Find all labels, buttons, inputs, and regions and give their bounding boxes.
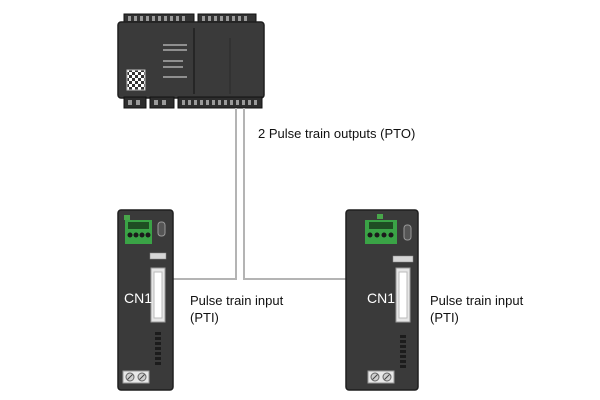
screw-terminal-icon (122, 370, 150, 384)
cn1-label-drive-2: CN1 (367, 290, 396, 306)
screw-terminal-icon (367, 370, 395, 384)
pti-label-drive-2-line2: (PTI) (430, 310, 459, 325)
pto-cable-right (243, 108, 388, 280)
plc-controller-icon (117, 13, 265, 109)
led-icon (157, 221, 166, 237)
pto-label: 2 Pulse train outputs (PTO) (258, 126, 416, 141)
servo-drive-icon (345, 209, 419, 391)
pti-label-drive-2-line1: Pulse train input (430, 293, 524, 308)
servo-drive-icon (117, 209, 174, 391)
qr-code-icon (126, 69, 146, 91)
led-icon (403, 224, 412, 241)
pto-cable-left (170, 108, 237, 280)
cn1-label-drive-1: CN1 (124, 290, 153, 306)
pti-label-drive-1-line1: Pulse train input (190, 293, 284, 308)
pti-label-drive-1-line2: (PTI) (190, 310, 219, 325)
